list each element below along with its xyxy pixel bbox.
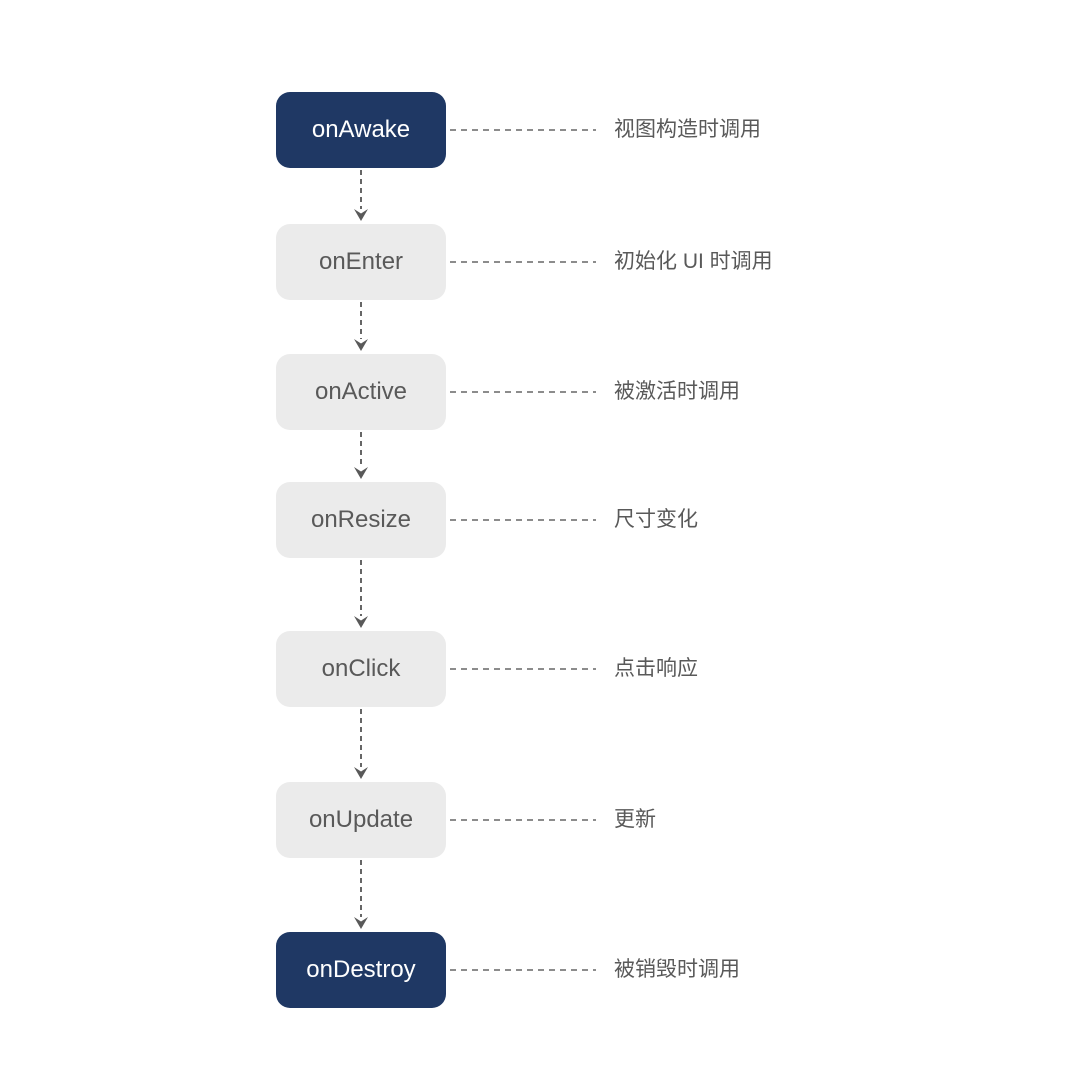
node-onEnter: onEnter	[276, 224, 446, 300]
step-annotation: 点击响应	[614, 657, 698, 680]
node-label: onUpdate	[308, 806, 414, 833]
step-annotation: 被激活时调用	[614, 380, 740, 403]
node-onDestroy: onDestroy	[276, 932, 446, 1008]
leader-dashed-line	[450, 668, 596, 670]
leader-dashed-line	[450, 391, 596, 393]
node-label: onActive	[314, 378, 408, 405]
connector-dashed-line	[360, 560, 362, 616]
node-onClick: onClick	[276, 631, 446, 707]
node-onActive: onActive	[276, 354, 446, 430]
node-onAwake: onAwake	[276, 92, 446, 168]
connector-dashed-line	[360, 860, 362, 917]
arrow-down-icon	[354, 467, 368, 479]
step-annotation: 尺寸变化	[614, 508, 698, 531]
arrow-down-icon	[354, 616, 368, 628]
connector-dashed-line	[360, 302, 362, 339]
node-label: onDestroy	[306, 956, 416, 983]
leader-dashed-line	[450, 969, 596, 971]
arrow-down-icon	[354, 917, 368, 929]
leader-dashed-line	[450, 129, 596, 131]
step-annotation: 被销毁时调用	[614, 958, 740, 981]
leader-dashed-line	[450, 261, 596, 263]
connector-onAwake-to-onEnter	[353, 170, 369, 221]
leader-dashed-line	[450, 819, 596, 821]
node-onResize: onResize	[276, 482, 446, 558]
connector-dashed-line	[360, 170, 362, 209]
node-label: onAwake	[311, 116, 411, 143]
connector-onUpdate-to-onDestroy	[353, 860, 369, 929]
node-label: onClick	[321, 655, 401, 682]
arrow-down-icon	[354, 339, 368, 351]
node-onUpdate: onUpdate	[276, 782, 446, 858]
connector-dashed-line	[360, 432, 362, 467]
arrow-down-icon	[354, 209, 368, 221]
connector-dashed-line	[360, 709, 362, 767]
connector-onClick-to-onUpdate	[353, 709, 369, 779]
node-label: onEnter	[318, 248, 404, 275]
step-annotation: 初始化 UI 时调用	[614, 250, 773, 273]
connector-onResize-to-onClick	[353, 560, 369, 628]
node-label: onResize	[310, 506, 412, 533]
connector-onActive-to-onResize	[353, 432, 369, 479]
leader-dashed-line	[450, 519, 596, 521]
connector-onEnter-to-onActive	[353, 302, 369, 351]
step-annotation: 更新	[614, 808, 656, 831]
step-annotation: 视图构造时调用	[614, 118, 761, 141]
arrow-down-icon	[354, 767, 368, 779]
